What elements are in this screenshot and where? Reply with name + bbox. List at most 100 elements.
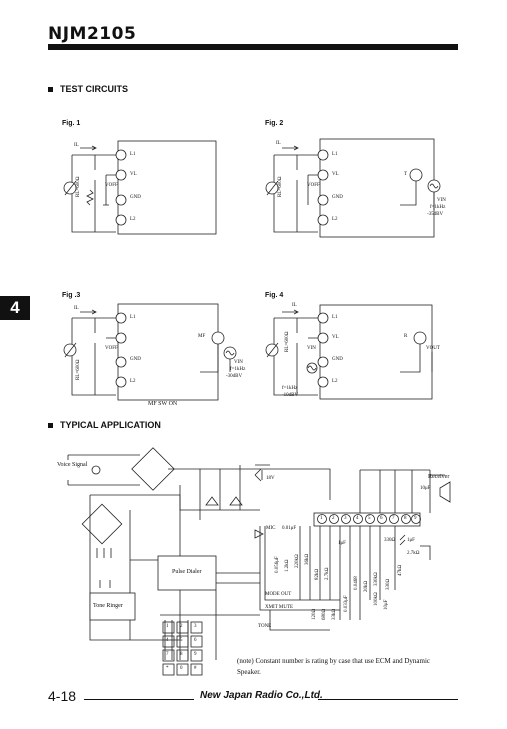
section-tab: 4 bbox=[0, 296, 30, 320]
value-6: 20kΩ bbox=[364, 580, 369, 592]
fig3-label: Fig .3 bbox=[62, 292, 81, 299]
fig3-voff: VOFF bbox=[105, 346, 118, 351]
res-330: 330Ω bbox=[384, 538, 396, 543]
fig1-l1: L1 bbox=[130, 152, 136, 157]
cap-1uf-b: 1μF bbox=[407, 538, 415, 543]
test-circuits-heading-text: TEST CIRCUITS bbox=[60, 84, 129, 94]
fig4-vin-label: VIN bbox=[307, 346, 316, 351]
fig4-vl: VL bbox=[332, 335, 339, 340]
fig2-t: T bbox=[404, 172, 408, 177]
value-1: 1.2kΩ bbox=[285, 559, 290, 572]
value-8: 0.033μF bbox=[344, 595, 349, 612]
fig3-caption: MF SW ON bbox=[148, 401, 178, 407]
fig3-il: IL bbox=[74, 306, 79, 311]
fig4-il: IL bbox=[292, 303, 297, 308]
value-3: 36kΩ bbox=[305, 553, 310, 565]
fig3-rl: RL=600Ω bbox=[76, 359, 81, 380]
key-hash: # bbox=[194, 666, 197, 671]
value-15: 680Ω bbox=[322, 608, 327, 620]
mic-label: MIC bbox=[266, 526, 276, 531]
value-16: 33kΩ bbox=[332, 608, 337, 620]
value-11: 47kΩ bbox=[398, 564, 403, 576]
fig4-l1: L1 bbox=[332, 315, 338, 320]
value-7: 330kΩ bbox=[374, 572, 379, 586]
v18-label: 18V bbox=[266, 476, 275, 481]
pin-5: 5 bbox=[368, 516, 371, 521]
fig2-rl: RL=600Ω bbox=[278, 176, 283, 197]
pin-2: 2 bbox=[332, 516, 335, 521]
keypad-grid bbox=[162, 621, 203, 676]
pin-7: 7 bbox=[392, 516, 395, 521]
mic-cap: 0.01μF bbox=[282, 526, 297, 531]
value-0: 0.056μF bbox=[275, 556, 280, 573]
pin-9: 9 bbox=[414, 516, 417, 521]
pin-3: 3 bbox=[344, 516, 347, 521]
fig3-l2: L2 bbox=[130, 379, 136, 384]
key-3: 3 bbox=[194, 624, 197, 629]
fig4-level: -10dBV bbox=[282, 393, 299, 398]
fig3-circuit bbox=[63, 303, 237, 401]
voice-signal-label: Voice Signal bbox=[57, 462, 88, 468]
key-star: * bbox=[166, 666, 169, 671]
fig1-l2: L2 bbox=[130, 217, 136, 222]
test-circuits-heading: TEST CIRCUITS bbox=[48, 84, 128, 94]
fig4-vout: VOUT bbox=[426, 346, 440, 351]
key-0: 0 bbox=[180, 666, 183, 671]
fig4-freq: f=1kHz bbox=[282, 386, 298, 391]
value-2: 220kΩ bbox=[295, 554, 300, 568]
fig2-level: -35dBV bbox=[427, 212, 444, 217]
fig1-gnd: GND bbox=[130, 195, 141, 200]
fig3-vin: VIN bbox=[234, 360, 243, 365]
key-4: 4 bbox=[166, 638, 169, 643]
fig1-vl: VL bbox=[130, 172, 137, 177]
key-2: 2 bbox=[180, 624, 183, 629]
fig1-circuit bbox=[63, 140, 217, 235]
fig3-level: -30dBV bbox=[226, 374, 243, 379]
fig2-gnd: GND bbox=[332, 195, 343, 200]
fig4-l2: L2 bbox=[332, 379, 338, 384]
fig3-mf: MF bbox=[198, 334, 206, 339]
fig2-l1: L1 bbox=[332, 152, 338, 157]
fig2-il: IL bbox=[276, 141, 281, 146]
footer-rule-left bbox=[84, 699, 194, 700]
pin-8: 8 bbox=[404, 516, 407, 521]
key-7: 7 bbox=[166, 652, 169, 657]
header-rule bbox=[48, 44, 458, 50]
fig3-l1: L1 bbox=[130, 315, 136, 320]
fig1-il: IL bbox=[74, 143, 79, 148]
value-13: 2.7kΩ bbox=[325, 567, 330, 580]
value-5: 0.0468 bbox=[354, 576, 359, 590]
mode-out-label: MODE OUT bbox=[265, 592, 292, 597]
brand-name: New Japan Radio Co.,Ltd. bbox=[200, 690, 323, 701]
pin-6: 6 bbox=[380, 516, 383, 521]
value-9: 330Ω bbox=[386, 578, 391, 590]
key-6: 6 bbox=[194, 638, 197, 643]
fig3-gnd: GND bbox=[130, 357, 141, 362]
fig1-label: Fig. 1 bbox=[62, 120, 81, 127]
pulse-dialer-label: Pulse Dialer bbox=[172, 569, 202, 575]
tone-label: TONE bbox=[258, 624, 272, 629]
fig2-label: Fig. 2 bbox=[265, 120, 284, 127]
value-14: 120Ω bbox=[312, 608, 317, 620]
receiver-label: Receiver bbox=[428, 474, 450, 480]
pin-4: 4 bbox=[356, 516, 359, 521]
fig1-rl: RL=600Ω bbox=[76, 176, 81, 197]
fig3-freq: f=1kHz bbox=[230, 367, 246, 372]
fig4-label: Fig. 4 bbox=[265, 292, 284, 299]
fig4-gnd: GND bbox=[332, 357, 343, 362]
part-number-title: NJM2105 bbox=[48, 24, 137, 44]
typical-application-heading-text: TYPICAL APPLICATION bbox=[60, 420, 161, 430]
application-note: (note) Constant number is rating by case… bbox=[237, 657, 431, 676]
fig1-voff: VOFF bbox=[105, 183, 118, 188]
footer-rule-right bbox=[318, 699, 458, 700]
key-8: 8 bbox=[180, 652, 183, 657]
fig4-r: R bbox=[404, 334, 408, 339]
value-10: 10μF bbox=[384, 599, 389, 610]
receiver-res: 2.7kΩ bbox=[407, 551, 420, 556]
fig2-freq: f=1kHz bbox=[430, 205, 446, 210]
fig4-rl: RL=600Ω bbox=[285, 331, 290, 352]
page-number: 4-18 bbox=[48, 688, 77, 704]
value-4: 82kΩ bbox=[315, 568, 320, 580]
typical-application-heading: TYPICAL APPLICATION bbox=[48, 420, 161, 430]
